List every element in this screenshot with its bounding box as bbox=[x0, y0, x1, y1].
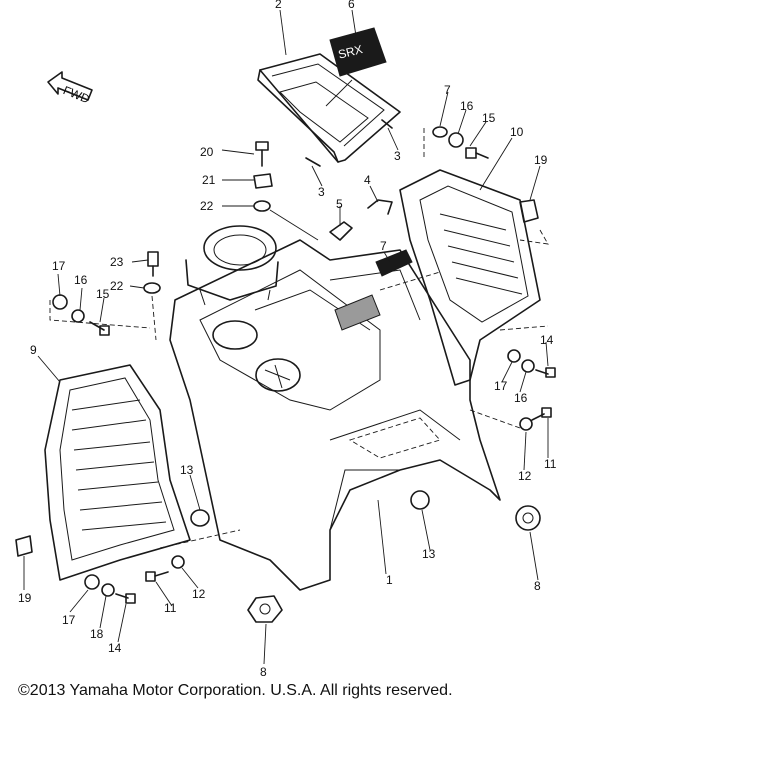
callout-10: 10 bbox=[510, 125, 524, 139]
fwd-arrow-icon: FWD bbox=[47, 71, 93, 106]
part-21-nut bbox=[253, 173, 273, 189]
part-12-washer-right bbox=[519, 417, 533, 431]
part-14-bolt-bottom bbox=[115, 593, 136, 604]
callout-11a: 11 bbox=[164, 601, 177, 615]
callout-23: 23 bbox=[110, 255, 124, 269]
part-17-washer-left bbox=[52, 294, 68, 310]
callout-15a: 15 bbox=[482, 111, 496, 125]
part-1-main-cover bbox=[169, 225, 501, 591]
callout-3b: 3 bbox=[394, 149, 401, 163]
callout-13b: 13 bbox=[422, 547, 436, 561]
part-7-plate bbox=[375, 249, 413, 277]
part-8-grommet-bottom bbox=[247, 595, 283, 623]
part-12-washer-left bbox=[171, 555, 185, 569]
callout-7a: 7 bbox=[444, 83, 451, 97]
callout-13a: 13 bbox=[180, 463, 194, 477]
part-4-clip bbox=[367, 199, 393, 215]
part-8-grommet-right bbox=[515, 505, 541, 531]
callout-18: 18 bbox=[90, 627, 104, 641]
part-18-grommet-bottom bbox=[101, 583, 115, 597]
part-11-bolt-right bbox=[531, 407, 552, 421]
callout-6: 6 bbox=[348, 0, 355, 11]
part-10-right-scoop bbox=[399, 169, 541, 386]
emblem-text: SRX bbox=[337, 42, 364, 62]
part-16-grommet-top-right bbox=[448, 132, 464, 148]
part-15-bolt-left bbox=[89, 321, 110, 336]
part-23-screw bbox=[147, 251, 159, 277]
part-9-left-scoop bbox=[44, 364, 191, 581]
part-17-washer-right bbox=[507, 349, 521, 363]
callout-21: 21 bbox=[202, 173, 216, 187]
callout-12b: 12 bbox=[518, 469, 532, 483]
fwd-label: FWD bbox=[61, 83, 92, 106]
callout-11b: 11 bbox=[544, 457, 557, 471]
callout-14b: 14 bbox=[108, 641, 122, 655]
callout-19a: 19 bbox=[534, 153, 548, 167]
part-6-emblem: SRX bbox=[329, 27, 387, 77]
callout-16c: 16 bbox=[514, 391, 528, 405]
part-14-bolt-right bbox=[535, 367, 556, 378]
callout-22b: 22 bbox=[110, 279, 124, 293]
part-17-washer-bottom bbox=[84, 574, 100, 590]
part-13-grommet-left bbox=[190, 509, 210, 527]
callout-2: 2 bbox=[275, 0, 282, 11]
callout-1: 1 bbox=[386, 573, 393, 587]
callout-7b: 7 bbox=[380, 239, 387, 253]
leader-lines bbox=[23, 9, 549, 665]
part-7-washer-top-right bbox=[432, 126, 448, 138]
part-19-bracket-right bbox=[519, 199, 539, 223]
copyright-notice: ©2013 Yamaha Motor Corporation. U.S.A. A… bbox=[18, 682, 453, 699]
callout-17b: 17 bbox=[494, 379, 508, 393]
callout-8b: 8 bbox=[260, 665, 267, 679]
callout-14a: 14 bbox=[540, 333, 554, 347]
part-16-grommet-left bbox=[71, 309, 85, 323]
part-16-grommet-right bbox=[521, 359, 535, 373]
part-19-bracket-left bbox=[15, 535, 33, 557]
callout-12a: 12 bbox=[192, 587, 206, 601]
part-15-bolt-top-right bbox=[465, 147, 489, 159]
callout-15b: 15 bbox=[96, 287, 110, 301]
callout-19b: 19 bbox=[18, 591, 32, 605]
callout-9: 9 bbox=[30, 343, 37, 357]
part-11-bolt-left bbox=[145, 571, 169, 582]
callout-5: 5 bbox=[336, 197, 343, 211]
part-20-bolt bbox=[255, 141, 269, 167]
callout-22a: 22 bbox=[200, 199, 214, 213]
callout-17a: 17 bbox=[52, 259, 66, 273]
part-5-bracket bbox=[329, 221, 353, 241]
part-13-grommet-right bbox=[410, 490, 430, 510]
part-2-top-cover bbox=[257, 53, 401, 163]
part-22-washer-left bbox=[143, 282, 161, 294]
part-3-pins bbox=[305, 119, 393, 167]
part-22-washer-top bbox=[253, 200, 271, 212]
callout-20: 20 bbox=[200, 145, 214, 159]
callout-16a: 16 bbox=[460, 99, 474, 113]
callout-16b: 16 bbox=[74, 273, 88, 287]
callout-8a: 8 bbox=[534, 579, 541, 593]
callout-4: 4 bbox=[364, 173, 371, 187]
callout-3a: 3 bbox=[318, 185, 325, 199]
callout-labels: 1 2 3 3 4 5 6 7 7 8 8 9 10 11 11 12 12 1… bbox=[18, 0, 557, 679]
callout-17c: 17 bbox=[62, 613, 76, 627]
